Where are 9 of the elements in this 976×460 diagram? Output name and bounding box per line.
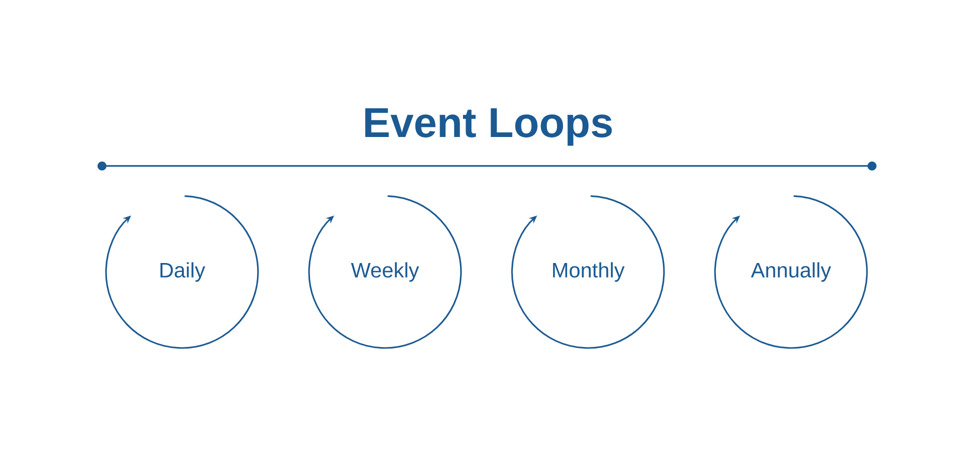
loop-arrow-node: Daily xyxy=(105,195,259,349)
loop-arrow-node: Weekly xyxy=(308,195,462,349)
title: Event Loops xyxy=(365,108,612,146)
node-label: Weekly xyxy=(350,262,420,282)
node-label: Annually xyxy=(750,262,832,282)
node-label: Monthly xyxy=(553,262,625,282)
loop-arrow-node: Annually xyxy=(714,195,868,349)
node-label: Daily xyxy=(160,262,206,282)
loop-arrow-node: Monthly xyxy=(511,195,665,349)
